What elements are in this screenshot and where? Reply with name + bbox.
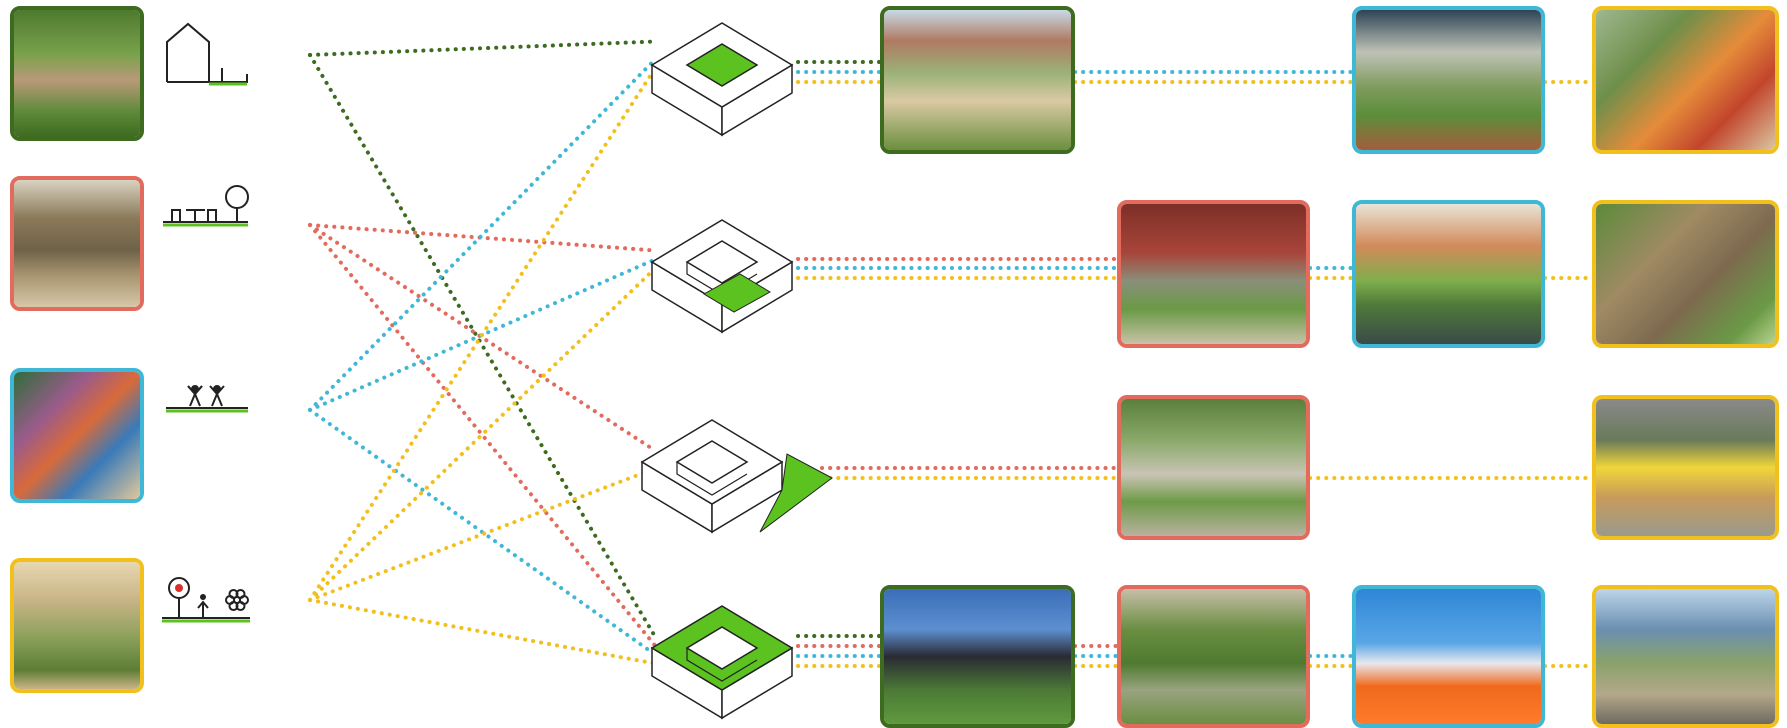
housing-lawn-photo — [1352, 6, 1545, 154]
connector-line — [308, 266, 657, 602]
farm-photo — [10, 558, 144, 693]
connector-line — [308, 408, 657, 657]
connector-line — [308, 466, 657, 602]
orange-roof-photo — [1352, 585, 1545, 728]
canal-housing-photo — [1352, 200, 1545, 348]
brick-lawn-photo — [1117, 200, 1310, 348]
photo-image — [1121, 204, 1306, 344]
connector-line — [308, 39, 657, 57]
roof-garden-photo — [1117, 585, 1310, 728]
allotment-photo — [1592, 200, 1779, 348]
connector-lines — [308, 39, 1594, 668]
fruit-tree-flower-icon — [162, 577, 250, 623]
courtyard-aerial-photo — [880, 6, 1075, 154]
photo-image — [1596, 204, 1775, 344]
u-block-green-icon — [650, 219, 794, 334]
play-photo — [10, 368, 144, 503]
photo-image — [1121, 589, 1306, 724]
children-playing-icon — [166, 385, 248, 413]
picnic-photo — [10, 176, 144, 311]
connector-line — [308, 66, 657, 602]
connector-line — [308, 53, 657, 639]
block-side-green-icon — [640, 419, 833, 534]
birdhouse-photo — [1592, 6, 1779, 154]
photo-image — [1596, 589, 1775, 724]
connector-line — [308, 223, 657, 253]
block-inner-green-icon — [650, 22, 794, 137]
picnic-tree-icon — [163, 185, 249, 227]
connector-line — [308, 223, 657, 453]
photo-image — [14, 562, 140, 689]
connector-line — [308, 57, 657, 412]
category-icons — [162, 22, 250, 623]
photo-image — [1356, 10, 1541, 150]
courtyard-type-blocks — [640, 22, 833, 720]
photo-image — [14, 180, 140, 307]
pergola-garden-photo — [1117, 395, 1310, 540]
garden-photo — [10, 6, 144, 141]
photo-image — [14, 372, 140, 499]
photo-image — [884, 589, 1071, 724]
house-garden-icon — [166, 22, 248, 86]
photo-image — [1356, 204, 1541, 344]
flower-bench-photo — [1592, 395, 1779, 540]
photo-image — [1596, 10, 1775, 150]
block-roof-green-icon — [650, 605, 794, 720]
photo-image — [14, 10, 140, 137]
photo-image — [1121, 399, 1306, 536]
connector-line — [308, 598, 657, 666]
photo-image — [1356, 589, 1541, 724]
dark-building-photo — [880, 585, 1075, 728]
photo-image — [1596, 399, 1775, 536]
connector-line — [308, 223, 657, 648]
photo-image — [884, 10, 1071, 150]
terraced-building-photo — [1592, 585, 1779, 728]
